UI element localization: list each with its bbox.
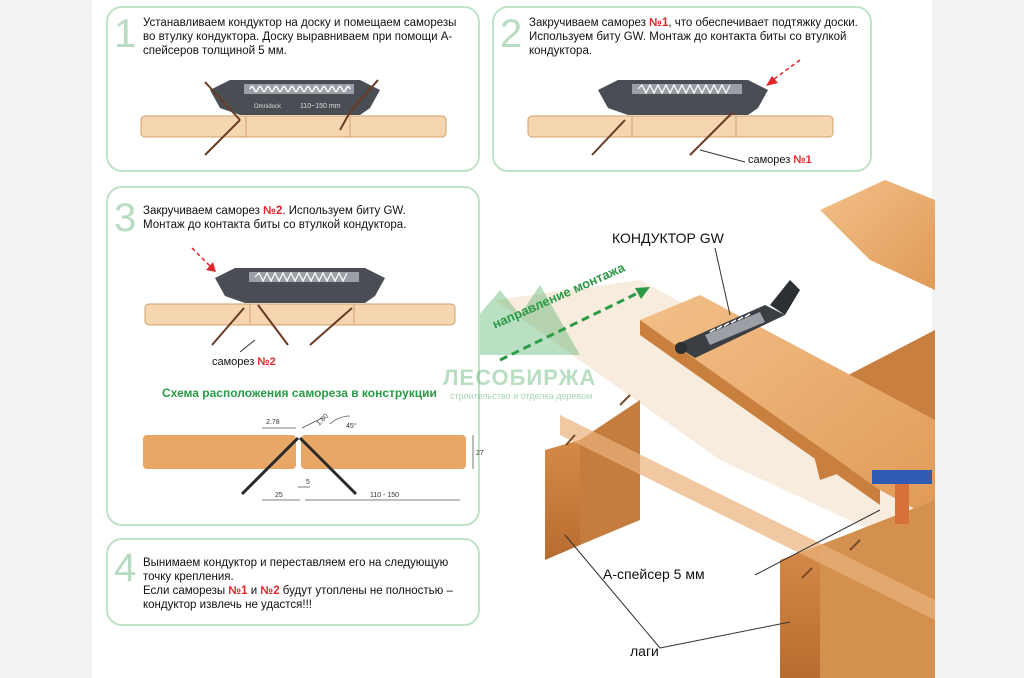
scheme-title: Схема расположения самореза в конструкци…	[162, 386, 437, 400]
watermark-name: ЛЕСОБИРЖА	[443, 365, 597, 390]
step-3-number: 3	[114, 196, 137, 240]
step-2-drawing	[527, 59, 834, 163]
step-3-panel	[106, 186, 480, 526]
dim-5: 5	[306, 479, 310, 486]
spacer-label: А-спейсер 5 мм	[603, 566, 705, 582]
screw-scheme-drawing: 2.78 1.80 45° 27 25 5 110 - 150	[143, 413, 484, 501]
joists-label: лаги	[630, 643, 659, 659]
step-4-text: Вынимаем кондуктор и переставляем его на…	[143, 557, 453, 611]
jig-brand-label: Omnidock	[254, 104, 282, 110]
a-spacer-shape	[872, 470, 932, 484]
dim-1-80: 1.80	[315, 413, 330, 428]
jig-size-label: 110~150 mm	[300, 103, 341, 110]
dim-25: 25	[275, 492, 283, 499]
jig-3d	[675, 280, 800, 358]
dim-angle: 45°	[346, 422, 357, 430]
step-4-panel	[106, 538, 480, 626]
step-3-drawing	[144, 247, 456, 353]
step-2-screw-label: саморез №1	[748, 154, 812, 166]
left-margin	[0, 0, 92, 678]
step-3-text: Закручиваем саморез №2. Используем биту …	[143, 205, 407, 231]
joist-left	[545, 440, 580, 560]
dim-range: 110 - 150	[370, 492, 399, 499]
main-board	[640, 295, 935, 520]
right-margin	[932, 0, 1024, 678]
step-2-number: 2	[500, 12, 523, 56]
step-1-text: Устанавливаем кондуктор на доску и помещ…	[143, 17, 457, 57]
step-1-drawing: Omnidock 110~150 mm	[140, 79, 447, 156]
step-3-screw-label: саморез №2	[212, 356, 276, 368]
watermark-tagline: строительство и отделка деревом	[450, 391, 593, 401]
dim-27: 27	[476, 450, 484, 457]
step-2-text: Закручиваем саморез №1, что обеспечивает…	[529, 17, 858, 57]
jig-title-label: КОНДУКТОР GW	[612, 230, 724, 246]
joist-right	[780, 545, 820, 678]
dim-2-78: 2.78	[266, 419, 280, 426]
step-1-number: 1	[114, 12, 137, 56]
step-4-number: 4	[114, 546, 137, 590]
